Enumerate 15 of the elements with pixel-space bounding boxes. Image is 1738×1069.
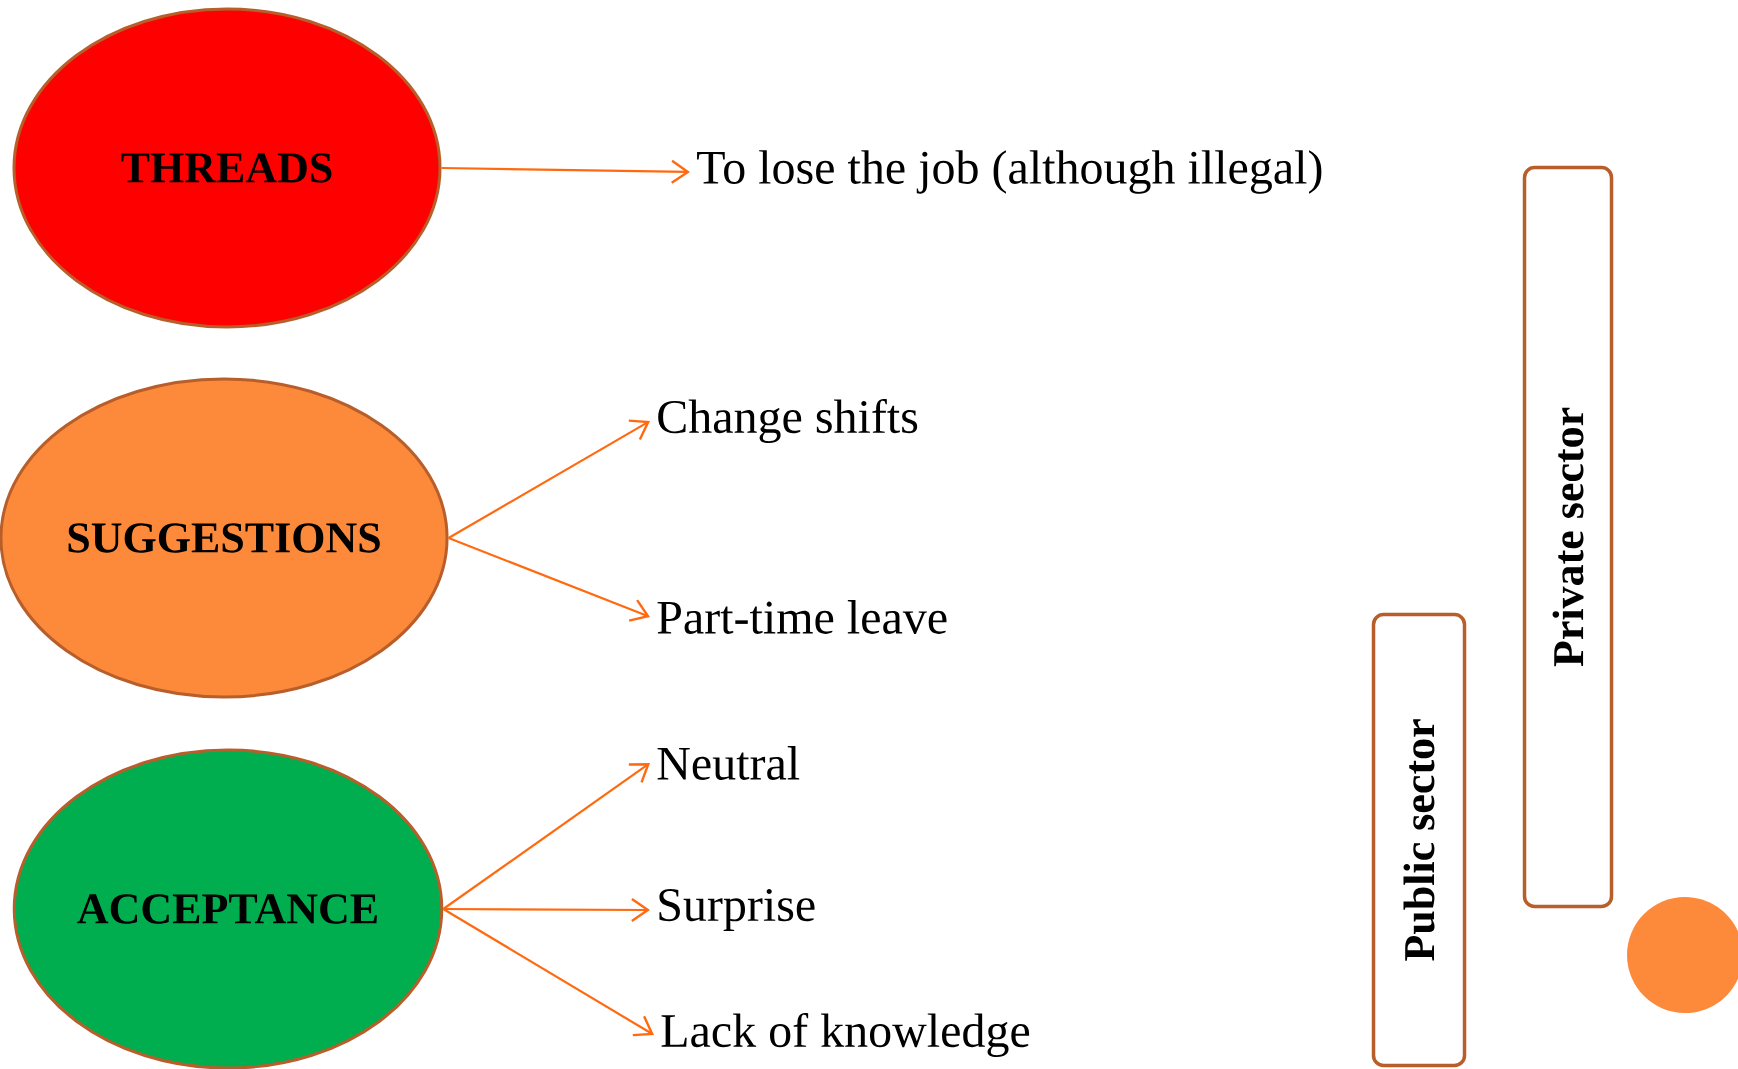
arrow xyxy=(448,536,650,622)
arrow xyxy=(442,908,654,1037)
arrow xyxy=(443,897,650,922)
arrow xyxy=(442,763,650,910)
item-text: Lack of knowledge xyxy=(661,1012,1030,1058)
sector-box: Private sector xyxy=(1522,165,1614,909)
item-text: Surprise xyxy=(659,889,815,931)
item-text: Part-time leave xyxy=(657,600,947,634)
arrow xyxy=(441,159,690,184)
item-text: Neutral xyxy=(657,746,800,780)
item-text: To lose the job (although illegal) xyxy=(697,150,1322,194)
arrow xyxy=(448,419,650,539)
circle-decoration xyxy=(1627,897,1738,1013)
sector-box: Public sector xyxy=(1371,612,1467,1068)
item-text: Change shifts xyxy=(658,398,918,444)
